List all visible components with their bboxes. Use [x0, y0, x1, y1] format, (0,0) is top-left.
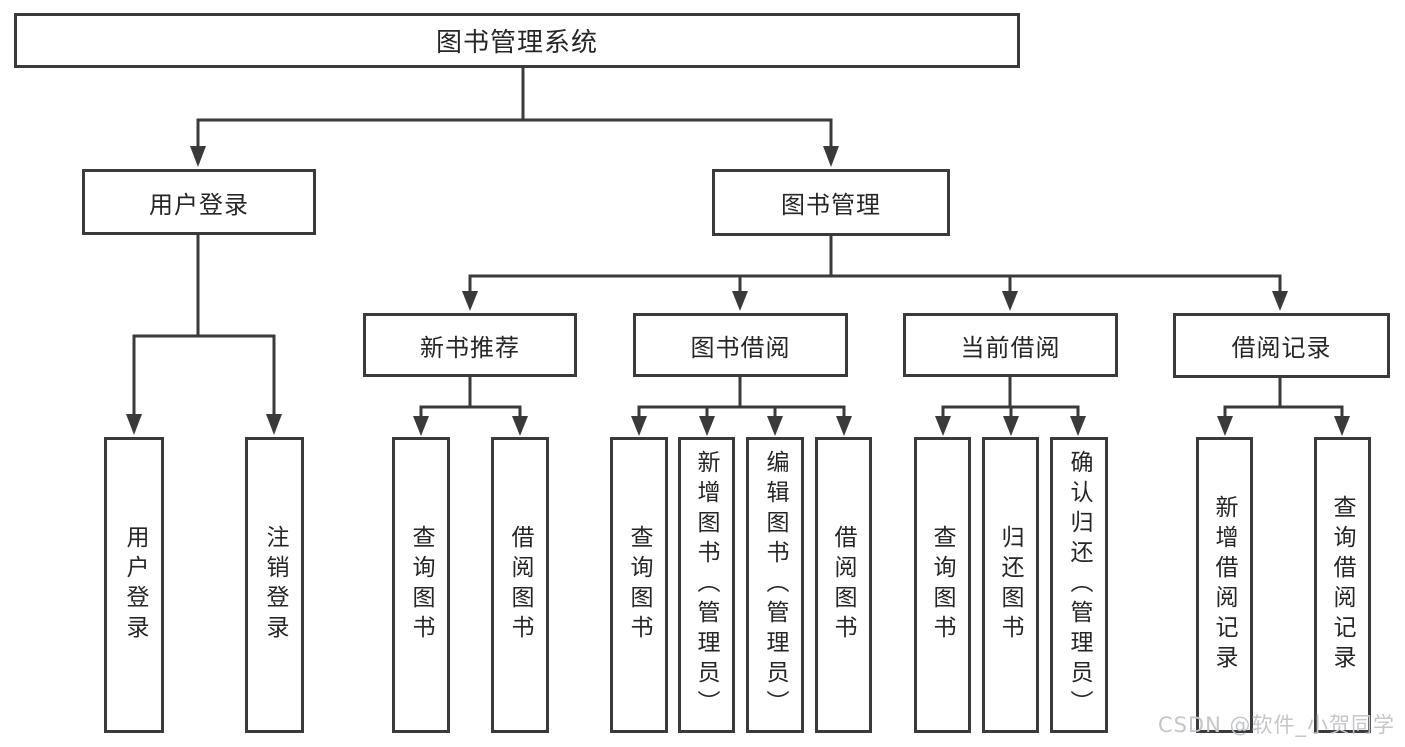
node-leaf-borrow-books-recommend: 借阅图书 — [491, 437, 549, 733]
node-leaf-user-login: 用户登录 — [104, 437, 164, 733]
csdn-watermark: CSDN @软件_小贺同学 — [1157, 713, 1395, 737]
node-leaf-query-books-borrowing: 查询图书 — [610, 437, 668, 733]
node-leaf-add-book-admin: 新增图书（管理员） — [678, 437, 735, 733]
node-book-management: 图书管理 — [712, 169, 950, 236]
node-root-system: 图书管理系统 — [14, 13, 1020, 68]
node-current-borrowing: 当前借阅 — [903, 313, 1118, 377]
node-new-book-recommend: 新书推荐 — [363, 313, 577, 377]
node-leaf-logout: 注销登录 — [245, 437, 304, 733]
node-leaf-query-books-recommend: 查询图书 — [392, 437, 450, 733]
node-book-borrowing: 图书借阅 — [633, 313, 848, 377]
node-user-login: 用户登录 — [82, 169, 316, 235]
node-leaf-edit-book-admin: 编辑图书（管理员） — [746, 437, 804, 733]
node-borrow-records: 借阅记录 — [1173, 313, 1390, 378]
node-leaf-add-borrow-record: 新增借阅记录 — [1196, 437, 1253, 733]
node-leaf-confirm-return-admin: 确认归还（管理员） — [1050, 437, 1108, 733]
arrowheads — [126, 146, 1350, 436]
node-leaf-query-borrow-record: 查询借阅记录 — [1314, 437, 1371, 733]
node-leaf-return-books: 归还图书 — [982, 437, 1039, 733]
node-leaf-query-books-current: 查询图书 — [914, 437, 971, 733]
node-leaf-borrow-books-borrowing: 借阅图书 — [815, 437, 872, 733]
